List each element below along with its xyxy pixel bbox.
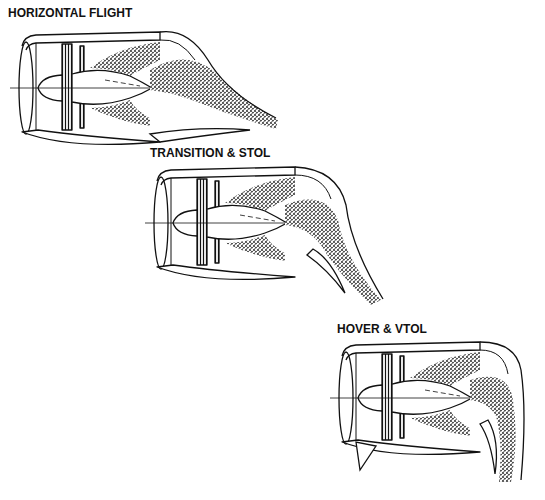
caption-label: HORIZONTAL FLIGHT xyxy=(8,6,132,20)
caption-label: TRANSITION & STOL xyxy=(150,146,270,160)
caption-label: HOVER & VTOL xyxy=(337,322,427,336)
